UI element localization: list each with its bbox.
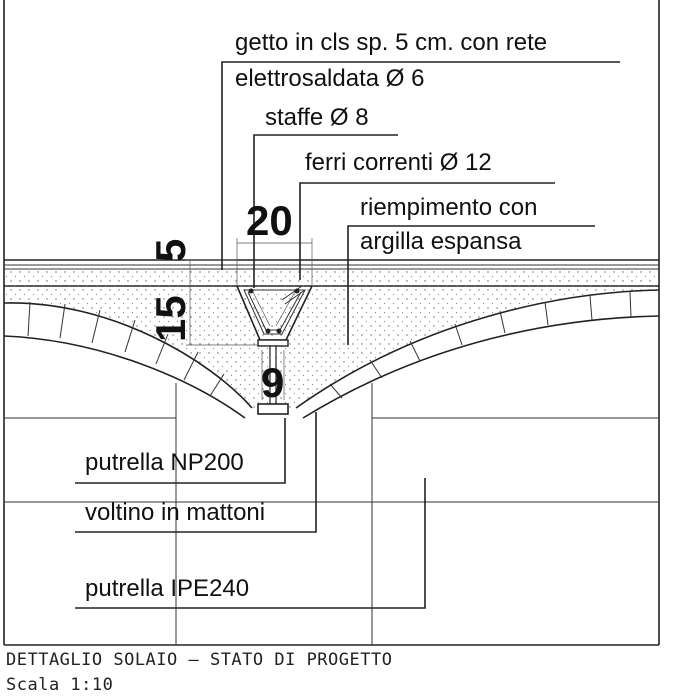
- dimension-width-bottom: 9: [261, 359, 284, 406]
- label-welded-mesh: elettrosaldata Ø 6: [235, 65, 424, 92]
- dimension-rib-depth: 15: [147, 295, 194, 342]
- label-brick-vault: voltino in mattoni: [85, 499, 265, 526]
- label-fill-line-2: argilla espansa: [360, 228, 522, 255]
- rebar-bottom-left-icon: [265, 328, 271, 334]
- label-stirrups: staffe Ø 8: [265, 104, 369, 131]
- brick-vault-right: [295, 289, 660, 419]
- label-np200-beam: putrella NP200: [85, 449, 244, 476]
- drawing-title: DETTAGLIO SOLAIO — STATO DI PROGETTO: [6, 650, 392, 670]
- rebar-bottom-right-icon: [276, 328, 282, 334]
- rebar-top-right-icon: [294, 288, 300, 294]
- label-longitudinal-bars: ferri correnti Ø 12: [305, 149, 492, 176]
- dimension-width-top: 20: [246, 197, 293, 244]
- brick-vault-left: [3, 301, 253, 419]
- frame-lines: [3, 0, 660, 646]
- np200-steel-beam: [257, 339, 289, 415]
- rebar-top-left-icon: [248, 288, 254, 294]
- label-ipe240-beam: putrella IPE240: [85, 575, 249, 602]
- leader-lines: [75, 61, 620, 609]
- dimension-slab-thickness: 5: [147, 239, 194, 262]
- label-fill-line-1: riempimento con: [360, 194, 537, 221]
- label-concrete-topping: getto in cls sp. 5 cm. con rete: [235, 29, 547, 56]
- drawing-scale: Scala 1:10: [6, 675, 113, 695]
- expanded-clay-fill: [4, 269, 659, 408]
